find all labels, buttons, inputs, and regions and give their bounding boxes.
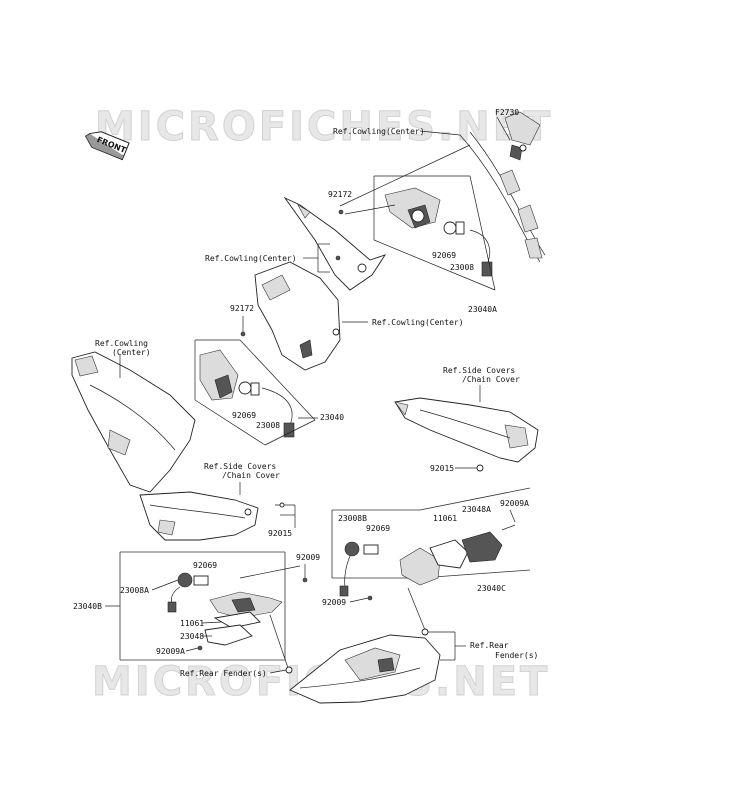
turn-signal-23040b [167, 572, 283, 646]
label-23008a: 23008A [120, 586, 149, 595]
label-ref-cowling-center-2: Ref.Cowling(Center) [205, 254, 297, 263]
front-arrow-icon: FRONT [84, 131, 130, 161]
label-92015-a: 92015 [430, 464, 454, 473]
label-92069-b: 92069 [232, 411, 256, 420]
label-23040: 23040 [320, 413, 344, 422]
label-11061-b: 11061 [180, 619, 204, 628]
label-92069-c: 92069 [366, 524, 390, 533]
cowling-center-piece-lower [254, 261, 341, 371]
side-cover-right [394, 397, 539, 463]
label-92009-b: 92009 [296, 553, 320, 562]
cowling-left-panel [71, 351, 196, 493]
label-ref-side-covers-2-l1: Ref.Side Covers [204, 462, 276, 471]
label-92009a-a: 92009A [500, 499, 529, 508]
label-92069-a: 92069 [432, 251, 456, 260]
label-ref-side-covers-1-l2: /Chain Cover [462, 375, 520, 384]
label-ref-cowling-line1: Ref.Cowling [95, 339, 148, 348]
side-cover-left [139, 491, 259, 541]
label-ref-rear-fender-1: Ref.Rear Fender(s) [180, 669, 267, 678]
watermark-top: MICROFICHES.NET [95, 104, 553, 150]
label-23040c: 23040C [477, 584, 506, 593]
label-23008-b: 23008 [256, 421, 280, 430]
label-92009a-b: 92009A [156, 647, 185, 656]
turn-signal-23040c [339, 524, 516, 597]
label-23048a: 23048A [462, 505, 491, 514]
label-92069-d: 92069 [193, 561, 217, 570]
cowling-center-edge [459, 111, 546, 263]
label-23040b: 23040B [73, 602, 102, 611]
label-ref-rear-fender-2-l1: Ref.Rear [470, 641, 509, 650]
assembly-box-23040b [105, 551, 286, 661]
label-92172-b: 92172 [230, 304, 254, 313]
label-23008b: 23008B [338, 514, 367, 523]
label-92009-a: 92009 [322, 598, 346, 607]
turn-signal-23040 [199, 349, 295, 438]
cowling-center-piece-upper [283, 196, 387, 291]
label-ref-rear-fender-2-l2: Fender(s) [495, 651, 538, 660]
label-ref-cowling-center-3: Ref.Cowling(Center) [372, 318, 464, 327]
label-92015-b: 92015 [268, 529, 292, 538]
label-23040a: 23040A [468, 305, 497, 314]
label-f2730: F2730 [495, 108, 519, 117]
label-11061-a: 11061 [433, 514, 457, 523]
label-ref-side-covers-1-l1: Ref.Side Covers [443, 366, 515, 375]
label-23048: 23048 [180, 632, 204, 641]
turn-signal-23040a [384, 187, 493, 277]
label-23008-a: 23008 [450, 263, 474, 272]
label-ref-side-covers-2-l2: /Chain Cover [222, 471, 280, 480]
assembly-box-23040c [331, 487, 531, 579]
label-ref-cowling-line2: (Center) [112, 348, 151, 357]
label-ref-cowling-center-1: Ref.Cowling(Center) [333, 127, 425, 136]
label-92172-a: 92172 [328, 190, 352, 199]
